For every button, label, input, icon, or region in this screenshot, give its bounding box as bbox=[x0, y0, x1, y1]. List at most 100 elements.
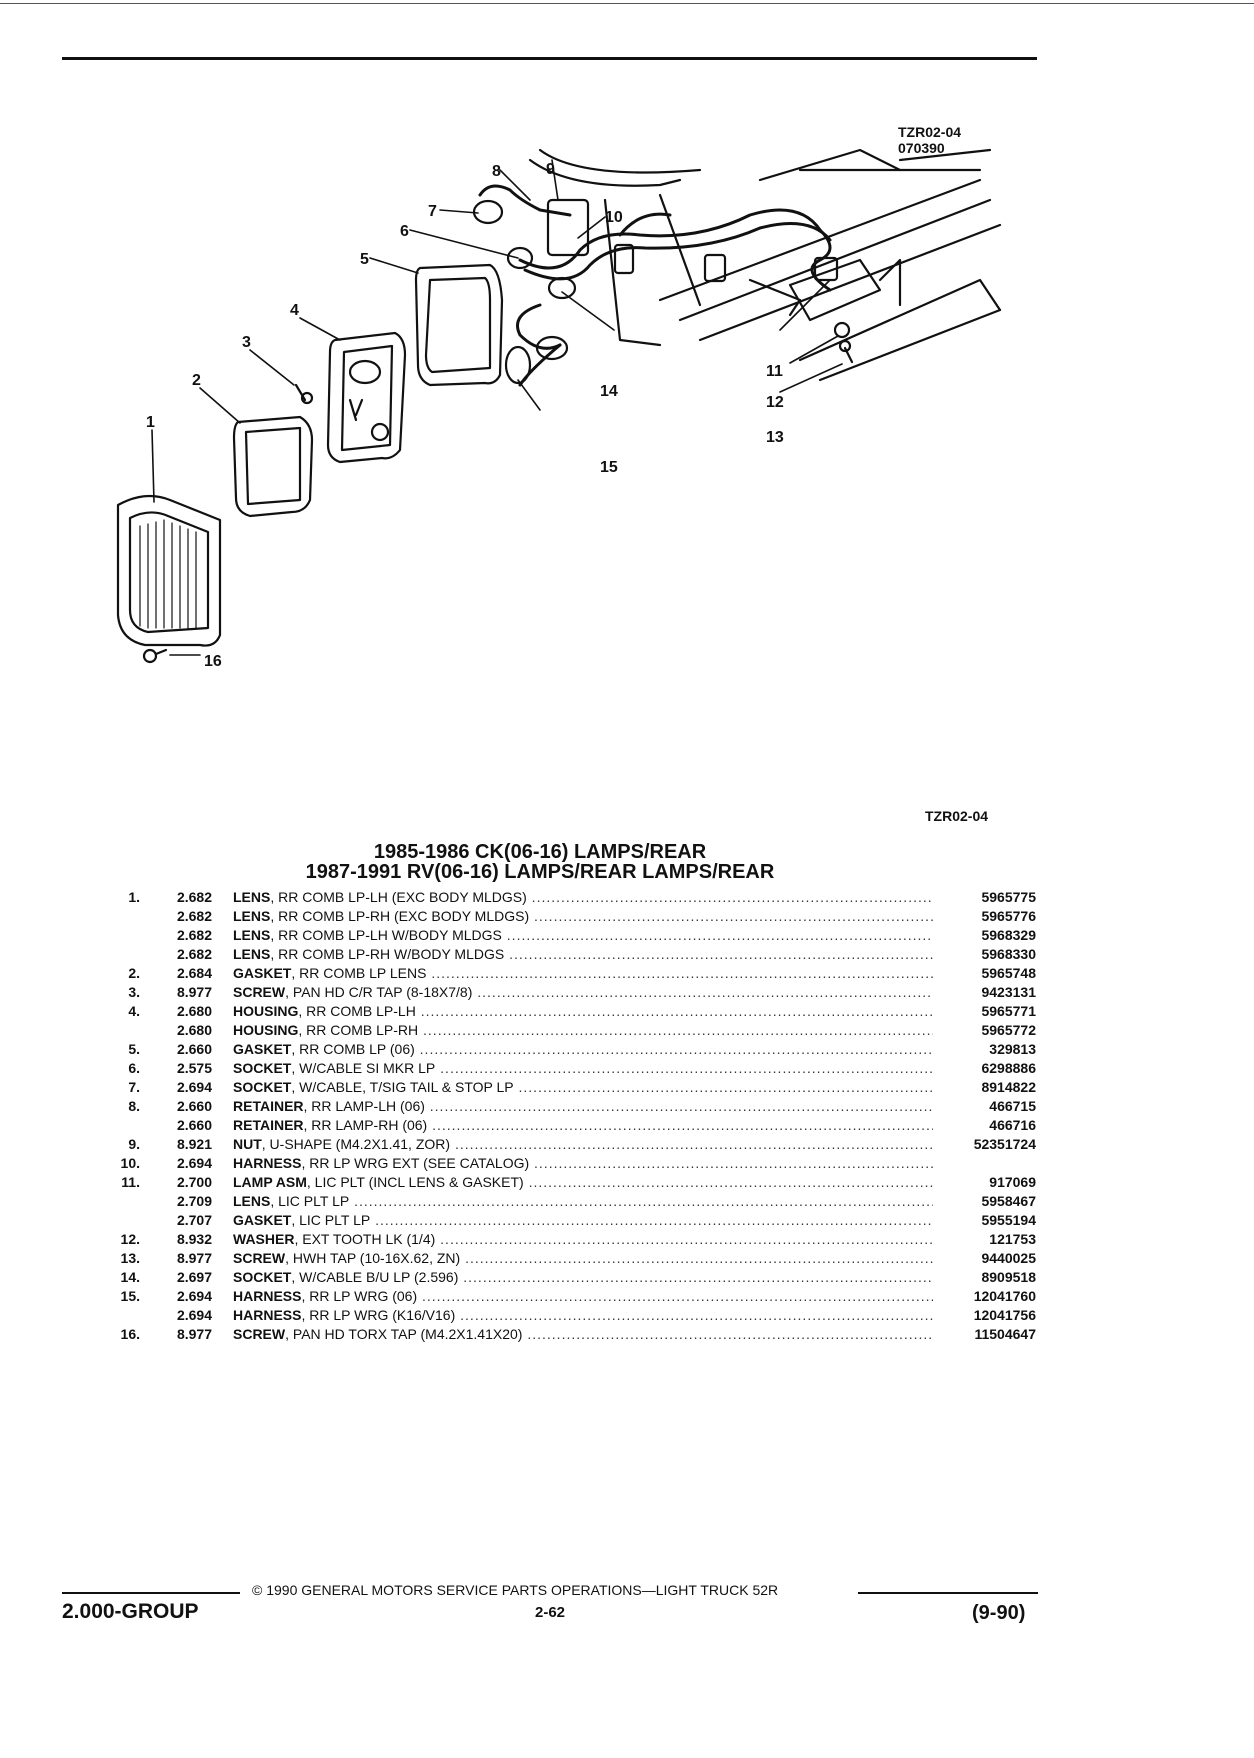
group-code: 2.682 bbox=[176, 908, 212, 924]
item-number: 9. bbox=[128, 1136, 140, 1152]
callout-12: 12 bbox=[766, 394, 784, 411]
part-number: 5965776 bbox=[981, 908, 1036, 924]
rear-combination-lens bbox=[116, 494, 222, 647]
leader-dots: ........................................… bbox=[432, 1117, 933, 1133]
figure-code: TZR02-04 bbox=[898, 124, 962, 140]
callout-leaders bbox=[151, 159, 843, 656]
part-description: HOUSING, RR COMB LP-RH .................… bbox=[233, 1021, 933, 1040]
part-detail: , RR COMB LP-RH bbox=[298, 1022, 419, 1038]
part-name: LENS bbox=[233, 889, 271, 905]
callout-13: 13 bbox=[766, 429, 784, 446]
part-name: GASKET bbox=[233, 1041, 292, 1057]
license-lamp-assembly bbox=[788, 256, 902, 322]
part-detail: , RR LP WRG (K16/V16) bbox=[301, 1307, 456, 1323]
part-detail: , LIC PLT LP bbox=[291, 1212, 371, 1228]
part-name: SOCKET bbox=[233, 1079, 292, 1095]
item-number: 6. bbox=[128, 1060, 140, 1076]
wiring-harness bbox=[478, 184, 832, 387]
leader-dots: ........................................… bbox=[465, 1250, 933, 1266]
item-number: 5. bbox=[128, 1041, 140, 1057]
part-description: GASKET, RR COMB LP LENS ................… bbox=[233, 964, 933, 983]
callout-7: 7 bbox=[428, 203, 437, 220]
part-description: WASHER, EXT TOOTH LK (1/4) .............… bbox=[233, 1230, 933, 1249]
part-detail: , RR COMB LP (06) bbox=[291, 1041, 415, 1057]
part-detail: , HWH TAP (10-16X.62, ZN) bbox=[285, 1250, 461, 1266]
leader-dots: ........................................… bbox=[534, 908, 933, 924]
part-number: 52351724 bbox=[973, 1136, 1036, 1152]
item-number: 2. bbox=[128, 965, 140, 981]
part-description: GASKET, RR COMB LP (06) ................… bbox=[233, 1040, 933, 1059]
group-code: 2.694 bbox=[176, 1155, 212, 1171]
group-code: 2.660 bbox=[176, 1117, 212, 1133]
part-description: SOCKET, W/CABLE SI MKR LP ..............… bbox=[233, 1059, 933, 1078]
socket-assemblies bbox=[472, 198, 727, 385]
part-number: 5958467 bbox=[981, 1193, 1036, 1209]
group-code: 2.700 bbox=[176, 1174, 212, 1190]
leader-dots: ........................................… bbox=[506, 927, 933, 943]
diagram-svg: 1 2 3 4 5 6 7 8 9 10 11 12 13 14 15 16 bbox=[116, 148, 1002, 670]
part-detail: , LIC PLT LP bbox=[270, 1193, 350, 1209]
item-number: 1. bbox=[128, 889, 140, 905]
parts-list-row: 2.709 LENS, LIC PLT LP ..................… bbox=[100, 1192, 1040, 1211]
group-code: 8.977 bbox=[176, 984, 212, 1000]
callout-5: 5 bbox=[360, 251, 369, 268]
footer-rule-left bbox=[62, 1592, 240, 1594]
part-detail: , EXT TOOTH LK (1/4) bbox=[294, 1231, 436, 1247]
part-number: 121753 bbox=[989, 1231, 1036, 1247]
part-name: GASKET bbox=[233, 965, 292, 981]
leader-dots: ........................................… bbox=[420, 1003, 933, 1019]
group-code: 2.660 bbox=[176, 1098, 212, 1114]
callout-9: 9 bbox=[546, 161, 555, 178]
part-description: HARNESS, RR LP WRG (K16/V16) ...........… bbox=[233, 1306, 933, 1325]
part-name: HARNESS bbox=[233, 1288, 302, 1304]
part-name: LENS bbox=[233, 908, 271, 924]
callout-3: 3 bbox=[242, 334, 251, 351]
header-rule bbox=[62, 57, 1037, 60]
item-number: 3. bbox=[128, 984, 140, 1000]
part-number: 466716 bbox=[989, 1117, 1036, 1133]
part-number: 8909518 bbox=[981, 1269, 1036, 1285]
leader-dots: ........................................… bbox=[509, 946, 933, 962]
part-number: 9440025 bbox=[981, 1250, 1036, 1266]
part-name: RETAINER bbox=[233, 1098, 304, 1114]
item-number: 7. bbox=[128, 1079, 140, 1095]
part-detail: , U-SHAPE (M4.2X1.41, ZOR) bbox=[261, 1136, 451, 1152]
parts-list-row: 1. 2.682 LENS, RR COMB LP-LH (EXC BODY MLD… bbox=[100, 888, 1040, 907]
part-number: 12041760 bbox=[973, 1288, 1036, 1304]
rear-lamp-housing bbox=[326, 331, 407, 464]
callout-16: 16 bbox=[204, 653, 222, 670]
part-name: NUT bbox=[233, 1136, 262, 1152]
part-number: 11504647 bbox=[974, 1326, 1036, 1342]
part-detail: , RR COMB LP-RH (EXC BODY MLDGS) bbox=[270, 908, 530, 924]
leader-dots: ........................................… bbox=[527, 1326, 933, 1342]
part-detail: , PAN HD TORX TAP (M4.2X1.41X20) bbox=[285, 1326, 523, 1342]
part-detail: , RR COMB LP-LH (EXC BODY MLDGS) bbox=[270, 889, 527, 905]
group-code: 2.707 bbox=[176, 1212, 212, 1228]
group-code: 8.977 bbox=[176, 1250, 212, 1266]
parts-list-row: 2.707 GASKET, LIC PLT LP ................… bbox=[100, 1211, 1040, 1230]
part-name: LAMP ASM bbox=[233, 1174, 307, 1190]
part-description: LENS, LIC PLT LP .......................… bbox=[233, 1192, 933, 1211]
leader-dots: ........................................… bbox=[431, 965, 933, 981]
part-name: SCREW bbox=[233, 984, 286, 1000]
item-number: 8. bbox=[128, 1098, 140, 1114]
part-number: 5965771 bbox=[981, 1003, 1036, 1019]
item-number: 14. bbox=[120, 1269, 140, 1285]
leader-dots: ........................................… bbox=[477, 984, 933, 1000]
footer-group: 2.000-GROUP bbox=[62, 1600, 199, 1623]
group-code: 2.682 bbox=[176, 889, 212, 905]
housing-screw bbox=[294, 383, 314, 405]
part-name: HARNESS bbox=[233, 1307, 302, 1323]
part-detail: , RR LAMP-LH (06) bbox=[303, 1098, 425, 1114]
group-code: 2.694 bbox=[176, 1288, 212, 1304]
parts-list-row: 2.682 LENS, RR COMB LP-RH (EXC BODY MLDGS… bbox=[100, 907, 1040, 926]
part-description: GASKET, LIC PLT LP .....................… bbox=[233, 1211, 933, 1230]
group-code: 2.709 bbox=[176, 1193, 212, 1209]
